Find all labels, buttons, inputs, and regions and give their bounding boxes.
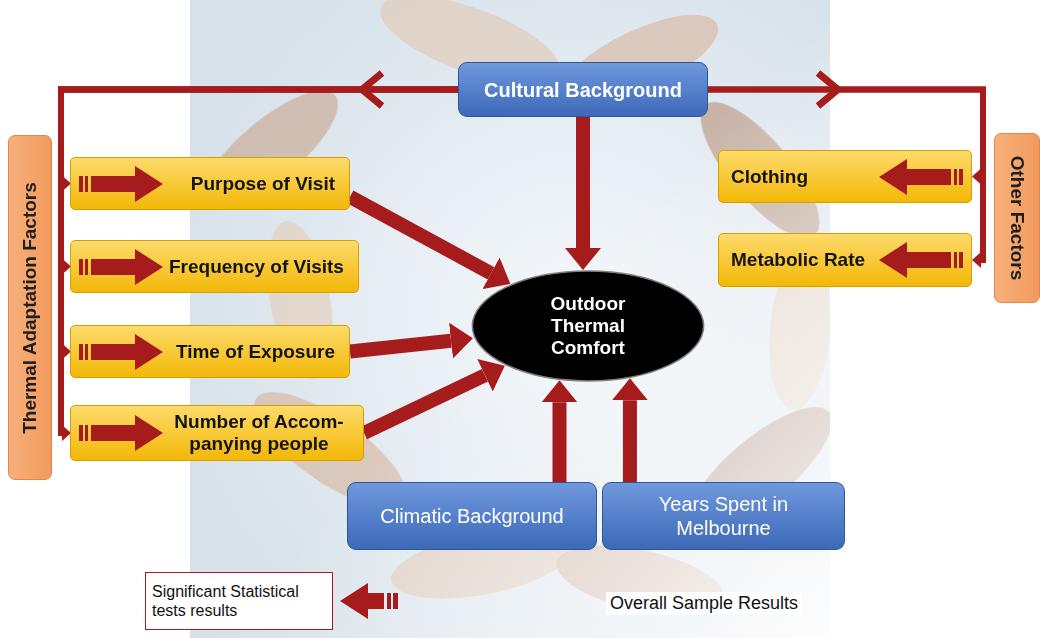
arrow-body	[879, 159, 951, 195]
node-text: Climatic Background	[380, 504, 563, 528]
node-text: Years Spent in Melbourne	[629, 492, 819, 540]
node-text: Cultural Background	[484, 78, 682, 102]
legend-arrow-group	[340, 583, 398, 619]
striped-arrow-group	[879, 242, 963, 278]
ellipse-shape	[472, 271, 703, 381]
arrow-body	[91, 415, 163, 451]
arrow-stripe	[85, 176, 88, 192]
node-text: Outdoor Thermal Comfort	[533, 293, 643, 359]
factor-box: Time of Exposure	[70, 325, 350, 378]
bus-arrow	[61, 90, 458, 434]
arrow-stripe	[954, 252, 957, 268]
block-arrow	[350, 197, 491, 274]
arrow-stripe	[959, 169, 963, 185]
arrow-stripe	[959, 252, 963, 268]
arrow-stripe	[85, 344, 88, 360]
striped-arrow	[877, 157, 967, 197]
block-arrow	[623, 400, 637, 482]
connectors	[61, 90, 983, 483]
arrow-stripe	[85, 425, 88, 441]
block-arrow	[576, 117, 590, 248]
striped-arrow	[75, 164, 165, 204]
block-arrow	[350, 341, 451, 352]
arrow-body	[340, 583, 384, 619]
arrow-stripe	[79, 176, 83, 192]
factor-box: Metabolic Rate	[718, 233, 972, 287]
legend-box: Significant Statistical tests results	[145, 572, 333, 630]
factor-box: Climatic Background	[347, 482, 597, 550]
striped-arrow-group	[79, 249, 163, 285]
factor-box: Purpose of Visit	[70, 157, 350, 210]
arrow-body	[91, 249, 163, 285]
arrow-stripe	[954, 169, 957, 185]
striped-arrow-group	[79, 334, 163, 370]
arrow-stripe	[79, 259, 83, 275]
central-ellipse: Outdoor Thermal Comfort	[470, 270, 706, 382]
node-text: Frequency of Visits	[169, 256, 344, 278]
factor-box: Cultural Background	[458, 62, 708, 117]
block-arrow	[553, 402, 567, 482]
arrow-stripe	[79, 344, 83, 360]
arrow-body	[879, 242, 951, 278]
striped-arrow	[75, 332, 165, 372]
node-text: Metabolic Rate	[731, 249, 865, 271]
arrow-stripe	[79, 425, 83, 441]
band-title: Other Factors	[1006, 156, 1028, 281]
panel-note: Overall Sample Results	[606, 592, 802, 615]
category-band: Other Factors	[994, 133, 1040, 303]
band-title: Thermal Adaptation Factors	[19, 182, 41, 434]
node-text: Time of Exposure	[176, 341, 335, 363]
block-arrow	[364, 375, 485, 433]
arrow-body	[91, 166, 163, 202]
legend-arrow	[338, 581, 400, 621]
factor-box: Number of Accom- panying people	[70, 405, 364, 461]
node-text: Clothing	[731, 166, 808, 188]
striped-arrow-group	[79, 415, 163, 451]
legend-text: Significant Statistical tests results	[152, 582, 322, 620]
node-text: Number of Accom- panying people	[169, 411, 349, 455]
striped-arrow	[877, 240, 967, 280]
arrow-stripe	[387, 593, 391, 609]
factor-box: Years Spent in Melbourne	[602, 482, 845, 550]
arrow-stripe	[85, 259, 88, 275]
striped-arrow-group	[79, 166, 163, 202]
striped-arrow	[75, 247, 165, 287]
striped-arrow	[75, 413, 165, 453]
photo-group	[190, 0, 830, 638]
arrow-body	[91, 334, 163, 370]
category-band: Thermal Adaptation Factors	[8, 135, 52, 480]
factor-box: Clothing	[718, 150, 972, 203]
node-text: Purpose of Visit	[191, 173, 335, 195]
arrow-stripe	[393, 593, 398, 609]
factor-box: Frequency of Visits	[70, 240, 359, 293]
striped-arrow-group	[879, 159, 963, 195]
